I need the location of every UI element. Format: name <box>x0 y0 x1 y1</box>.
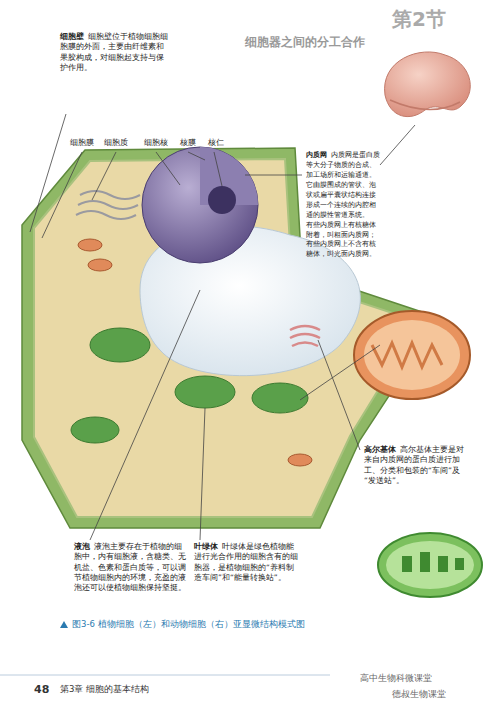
section-number: 第2节 <box>392 6 446 34</box>
page-number: 48 <box>34 682 49 697</box>
nucleolus <box>208 186 236 214</box>
mitochondrion-icon <box>354 311 470 399</box>
watermark: 高中生物科微课堂 <box>360 672 432 684</box>
label-text: 核膜 <box>180 138 196 147</box>
nucleus <box>142 147 258 263</box>
caption-text: 图3-6 植物细胞（左）和动物细胞（右）亚显微结构模式图 <box>72 619 305 629</box>
label-text: 高中生物科微课堂 <box>360 673 432 683</box>
callout-heading: 细胞壁 <box>60 32 84 41</box>
caption-marker <box>60 621 68 628</box>
chloroplasts <box>71 328 308 443</box>
callout-vacuole: 液泡液泡主要存在于植物的细胞中，内有细胞液，含糖类、无机盐、色素和蛋白质等，可以… <box>74 542 186 594</box>
figure-caption: 图3-6 植物细胞（左）和动物细胞（右）亚显微结构模式图 <box>72 619 305 631</box>
footer-rule <box>0 675 330 676</box>
label-text: 细胞核 <box>144 138 168 147</box>
leader-lines <box>30 114 415 540</box>
callout-cell-wall: 细胞壁细胞壁位于植物细胞细胞膜的外面，主要由纤维素和果胶构成，对细胞起支持与保护… <box>60 32 168 73</box>
callout-er: 内质网内质网是蛋白质等大分子物质的合成、加工场所和运输通道。它由膜围成的管状、泡… <box>306 150 382 259</box>
title-text: 细胞器之间的分工合作 <box>245 35 365 49</box>
label-text: 第3章 细胞的基本结构 <box>60 684 149 694</box>
part-label: 细胞核 <box>144 138 168 148</box>
chapter-footer: 第3章 细胞的基本结构 <box>60 684 149 696</box>
label-text: 有些内质网上有核糖体附着，叫粗面内质网；有些内质网上不含有核糖体，叫光面内质网。 <box>306 220 382 260</box>
callout-heading: 内质网 <box>306 150 327 159</box>
callout-heading: 叶绿体 <box>194 542 218 551</box>
label-text: 细胞膜 <box>70 138 94 147</box>
part-label: 核仁 <box>208 138 224 148</box>
label-text: 第2节 <box>392 7 446 31</box>
golgi-in-cell <box>290 326 320 346</box>
section-title: 细胞器之间的分工合作 <box>245 34 365 51</box>
golgi-icon <box>385 52 471 117</box>
callout-golgi: 高尔基体高尔基体主要是对来自内质网的蛋白质进行加工、分类和包装的“车间”及“发送… <box>364 445 464 486</box>
callout-chloroplast: 叶绿体叶绿体是绿色植物能进行光合作用的细胞含有的细胞器，是植物细胞的“养料制造车… <box>194 542 298 583</box>
part-label: 细胞质 <box>104 138 128 148</box>
label-text: 液泡主要存在于植物的细胞中，内有细胞液，含糖类、无机盐、色素和蛋白质等，可以调节… <box>74 542 186 592</box>
chloroplast-icon <box>378 533 482 597</box>
label-text: 48 <box>34 683 49 696</box>
label-text: 内质网是蛋白质等大分子物质的合成、加工场所和运输通道。它由膜围成的管状、泡状或扁… <box>306 150 380 219</box>
watermark: 德叔生物课堂 <box>392 688 446 700</box>
label-text: 德叔生物课堂 <box>392 689 446 699</box>
part-label: 核膜 <box>180 138 196 148</box>
mitochondria <box>78 239 312 466</box>
callout-heading: 高尔基体 <box>364 445 396 454</box>
callout-heading: 液泡 <box>74 542 90 551</box>
label-text: 细胞质 <box>104 138 128 147</box>
label-text: 核仁 <box>208 138 224 147</box>
part-label: 细胞膜 <box>70 138 94 148</box>
